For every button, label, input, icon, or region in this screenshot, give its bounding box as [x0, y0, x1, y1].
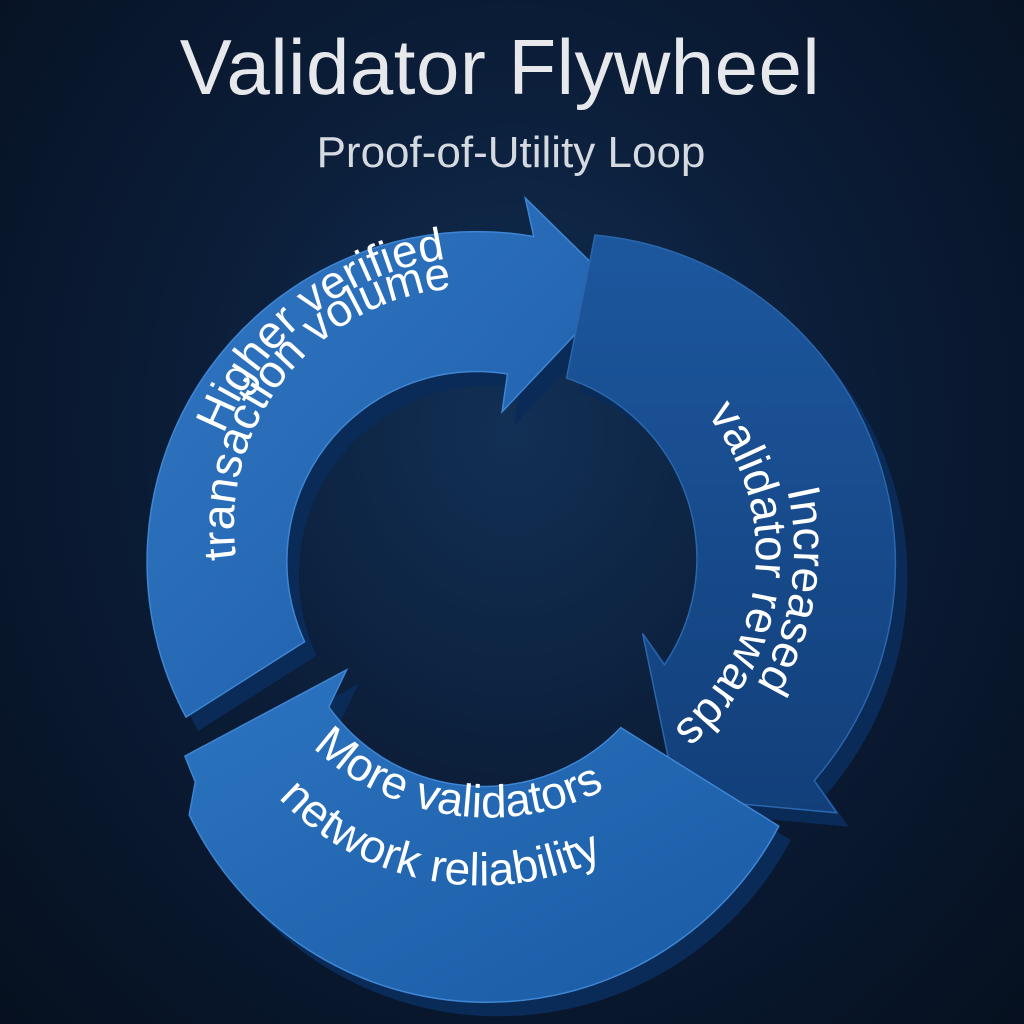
page-subtitle: Proof-of-Utility Loop — [316, 128, 706, 177]
arrow-segment-bottom — [183, 668, 780, 1004]
arrow-segment-top — [146, 195, 619, 719]
page-title: Validator Flywheel — [179, 23, 821, 111]
arrow-segment-right — [565, 234, 897, 814]
